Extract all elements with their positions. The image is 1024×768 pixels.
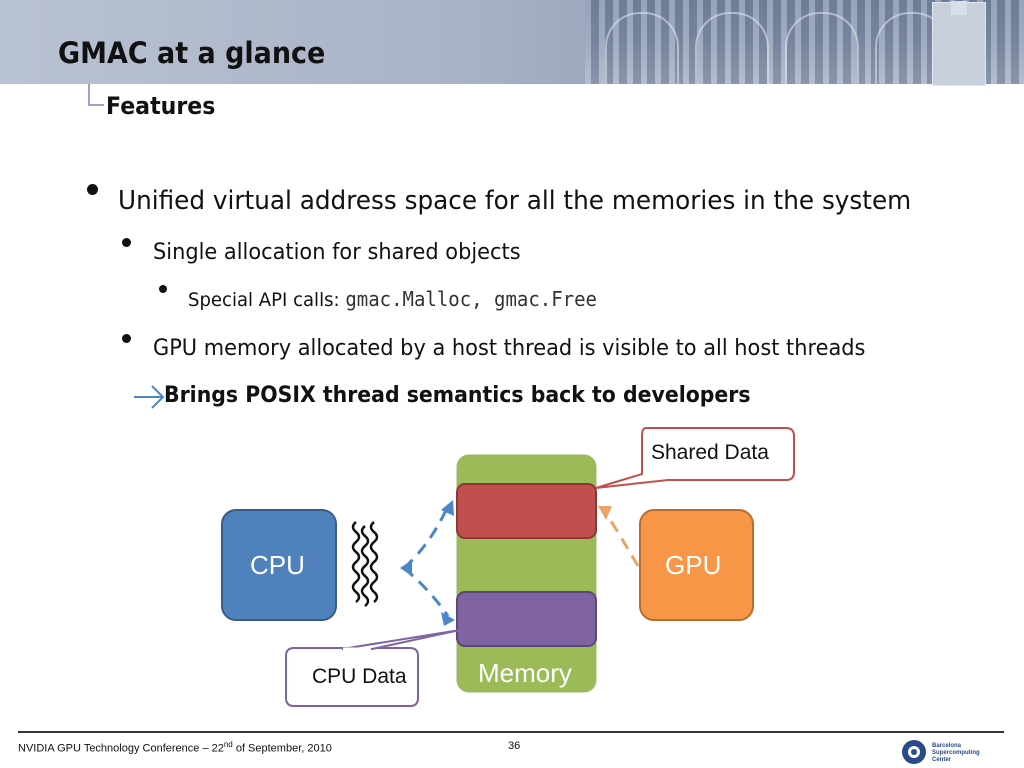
- cpu-data-callout: [285, 647, 419, 707]
- bullet-dot: [122, 238, 131, 247]
- bullet-level1: Unified virtual address space for all th…: [118, 186, 912, 216]
- api-calls-label: Special API calls:: [188, 289, 346, 311]
- implication-arrow-icon: [134, 385, 165, 409]
- cpu-data-callout-pointer: [341, 629, 461, 650]
- bullet-dot: [122, 334, 131, 343]
- footer-conference-prefix: NVIDIA GPU Technology Conference – 22: [18, 742, 224, 755]
- photo-tower: [932, 1, 986, 86]
- photo-arch: [605, 12, 679, 86]
- memory-label: Memory: [478, 658, 572, 688]
- logo-text: Barcelona: [932, 743, 962, 749]
- svg-text:Center: Center: [932, 757, 952, 763]
- svg-text:Supercomputing: Supercomputing: [932, 750, 980, 756]
- shared-data-block: [456, 483, 597, 539]
- bsc-logo: Barcelona Supercomputing Center: [902, 740, 980, 764]
- shared-data-callout: [595, 427, 795, 489]
- gpu-label: GPU: [665, 550, 722, 580]
- arrowhead-icon: [441, 500, 454, 516]
- page-number: 36: [508, 740, 521, 752]
- arrowhead-icon: [441, 612, 455, 626]
- bullet-level3: Special API calls: gmac.Malloc, gmac.Fre…: [188, 287, 597, 311]
- cpu-label: CPU: [250, 550, 305, 580]
- footer-conference: NVIDIA GPU Technology Conference – 22nd …: [18, 740, 332, 755]
- shared-data-label: Shared Data: [651, 441, 769, 464]
- bullet-dot: [159, 285, 167, 293]
- footer-divider: [18, 731, 1004, 733]
- bullet-conclusion: Brings POSIX thread semantics back to de…: [164, 383, 751, 408]
- photo-arch: [695, 12, 769, 86]
- subtitle-connector: [88, 84, 104, 106]
- footer-conference-sup: nd: [223, 740, 233, 749]
- gpu-box: [639, 509, 754, 621]
- slide-title: GMAC at a glance: [58, 36, 326, 70]
- cpu-data-label: CPU Data: [312, 665, 407, 688]
- cpu-data-block: [456, 591, 597, 647]
- arrowhead-icon: [400, 560, 412, 576]
- bullet-level2: Single allocation for shared objects: [153, 240, 521, 265]
- bullet-dot: [87, 184, 98, 195]
- api-calls-code: gmac.Malloc, gmac.Free: [345, 287, 597, 311]
- cpu-box: [221, 509, 337, 621]
- gpu-access-arrow: [602, 509, 640, 567]
- footer-conference-suffix: of September, 2010: [232, 742, 332, 755]
- slide-subtitle: Features: [106, 92, 216, 120]
- bullet-level2: GPU memory allocated by a host thread is…: [153, 336, 866, 361]
- arrowhead-icon: [598, 506, 612, 520]
- photo-arch: [785, 12, 859, 86]
- threads-icon: [351, 521, 379, 607]
